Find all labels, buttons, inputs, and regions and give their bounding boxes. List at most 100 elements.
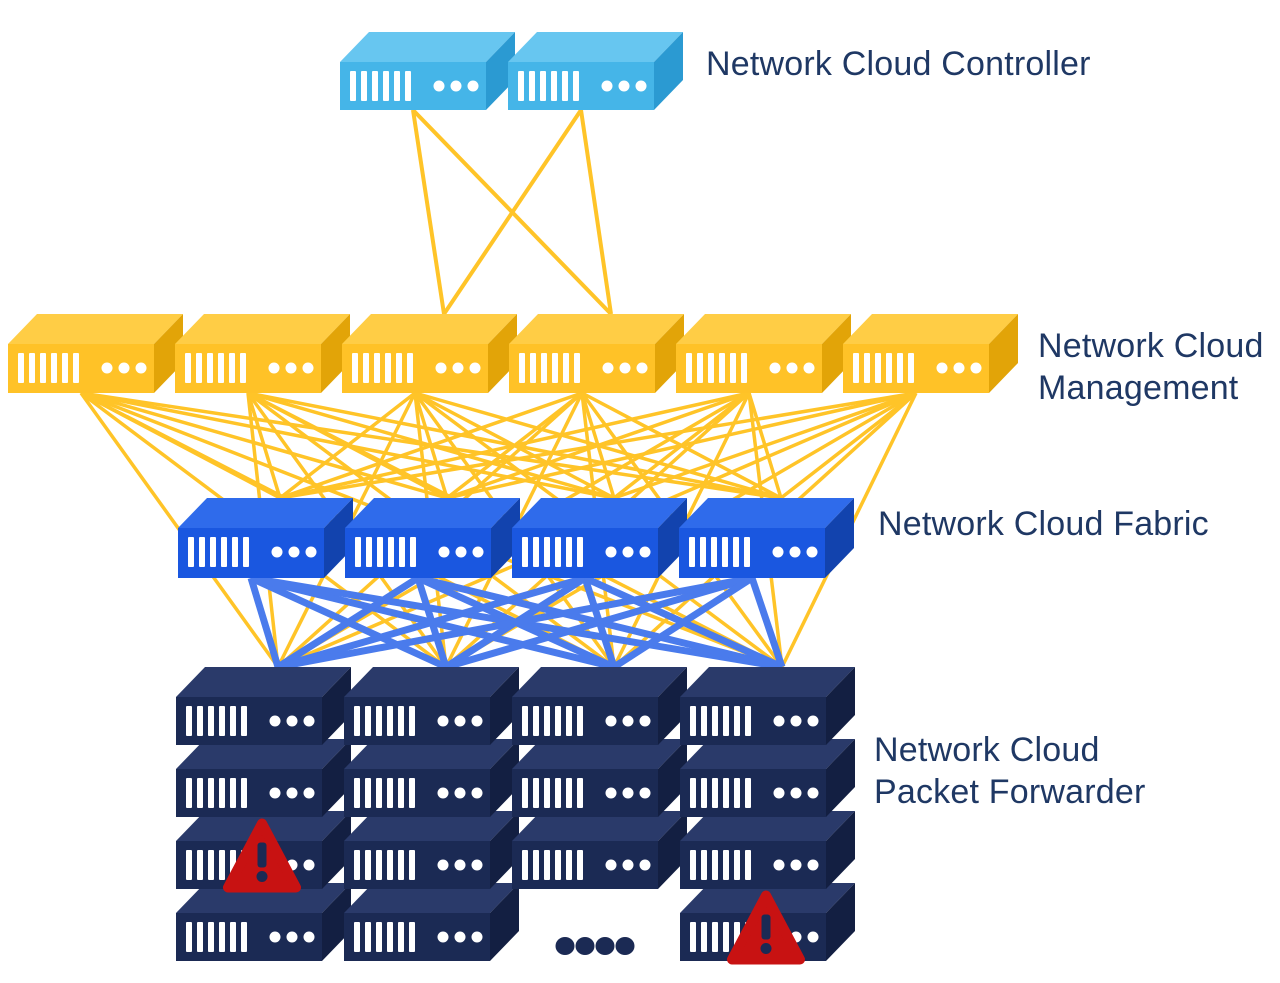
vent-bar-icon <box>566 778 572 808</box>
exclamation-bar <box>761 914 771 940</box>
box-side-face <box>490 739 519 817</box>
vent-bar-icon <box>690 706 696 736</box>
box-side-face <box>322 883 351 961</box>
vent-bar-icon <box>186 706 192 736</box>
vent-bar-icon <box>409 706 415 736</box>
fabric-node <box>679 498 854 578</box>
ellipsis-dot-icon <box>555 937 575 955</box>
vent-bar-icon <box>711 537 717 567</box>
panel-dot-icon <box>437 787 449 799</box>
panel-dot-icon <box>601 80 613 92</box>
vent-bar-icon <box>365 850 371 880</box>
vent-bar-icon <box>186 778 192 808</box>
panel-dot-icon <box>471 931 483 943</box>
vent-bar-icon <box>566 706 572 736</box>
vent-bar-icon <box>229 353 235 383</box>
box-side-face <box>826 739 855 817</box>
box-top-face <box>340 32 515 62</box>
panel-dot-icon <box>469 362 481 374</box>
vent-bar-icon <box>196 353 202 383</box>
packet-forwarder-node <box>176 739 351 817</box>
panel-dot-icon <box>286 787 298 799</box>
panel-dot-icon <box>636 362 648 374</box>
vent-bar-icon <box>712 922 718 952</box>
controller-node <box>508 32 683 110</box>
vent-bar-icon <box>210 537 216 567</box>
management-to-fabric-links <box>80 391 918 500</box>
management-to-fabric-link <box>246 392 282 499</box>
vent-bar-icon <box>186 850 192 880</box>
vent-bar-icon <box>240 353 246 383</box>
box-side-face <box>658 667 687 745</box>
panel-dot-icon <box>936 362 948 374</box>
fabric-to-packet-forwarder-link <box>277 574 586 671</box>
management-to-fabric-link <box>279 391 583 500</box>
vent-bar-icon <box>555 706 561 736</box>
panel-dot-icon <box>271 546 283 558</box>
panel-dot-icon <box>454 715 466 727</box>
vent-bar-icon <box>530 353 536 383</box>
vent-bar-icon <box>689 537 695 567</box>
box-top-face <box>843 314 1018 344</box>
vent-bar-icon <box>398 706 404 736</box>
vent-bar-icon <box>577 706 583 736</box>
box-side-face <box>491 498 520 578</box>
vent-bar-icon <box>366 537 372 567</box>
vent-bar-icon <box>577 778 583 808</box>
vent-bar-icon <box>697 353 703 383</box>
panel-dot-icon <box>269 787 281 799</box>
vent-bar-icon <box>908 353 914 383</box>
vent-bar-icon <box>551 71 557 101</box>
vent-bar-icon <box>544 537 550 567</box>
vent-bar-icon <box>243 537 249 567</box>
vent-bar-icon <box>355 537 361 567</box>
warning-icon <box>727 890 805 965</box>
panel-dot-icon <box>435 362 447 374</box>
vent-bar-icon <box>365 922 371 952</box>
controller-to-management-link <box>411 109 446 315</box>
vent-bar-icon <box>745 706 751 736</box>
vent-bar-icon <box>232 537 238 567</box>
controller-to-management-links <box>411 108 613 316</box>
vent-bar-icon <box>723 922 729 952</box>
panel-dot-icon <box>790 787 802 799</box>
packet-forwarder-node <box>176 667 351 745</box>
vent-bar-icon <box>730 353 736 383</box>
panel-dot-icon <box>303 859 315 871</box>
vent-bar-icon <box>562 71 568 101</box>
vent-bar-icon <box>188 537 194 567</box>
vent-bar-icon <box>387 706 393 736</box>
ellipsis-dot-icon <box>575 937 595 955</box>
label-text: Network Cloud Controller <box>706 45 1091 83</box>
vent-bar-icon <box>522 778 528 808</box>
panel-dot-icon <box>807 715 819 727</box>
vent-bar-icon <box>354 850 360 880</box>
vent-bar-icon <box>354 778 360 808</box>
panel-dot-icon <box>471 787 483 799</box>
box-side-face <box>321 314 350 393</box>
packet-forwarder-node <box>512 739 687 817</box>
management-to-fabric-link <box>779 391 918 500</box>
panel-dot-icon <box>622 859 634 871</box>
vent-bar-icon <box>555 537 561 567</box>
vent-bar-icon <box>376 706 382 736</box>
panel-dot-icon <box>605 859 617 871</box>
packet-forwarder-node <box>512 667 687 745</box>
vent-bar-icon <box>533 537 539 567</box>
box-top-face <box>345 498 520 528</box>
panel-dot-icon <box>118 362 130 374</box>
vent-bar-icon <box>199 537 205 567</box>
box-side-face <box>826 811 855 889</box>
label-network-cloud-packet-forwarder: Network Cloud Packet Forwarder <box>874 729 1146 813</box>
vent-bar-icon <box>519 353 525 383</box>
vent-bar-icon <box>722 537 728 567</box>
panel-dot-icon <box>790 859 802 871</box>
vent-bar-icon <box>734 706 740 736</box>
fabric-to-packet-forwarder-link <box>276 575 420 670</box>
label-network-cloud-controller: Network Cloud Controller <box>706 43 1091 85</box>
vent-bar-icon <box>374 353 380 383</box>
box-top-face <box>342 314 517 344</box>
box-top-face <box>676 314 851 344</box>
label-line-2: Packet Forwarder <box>874 773 1146 811</box>
panel-dot-icon <box>605 715 617 727</box>
